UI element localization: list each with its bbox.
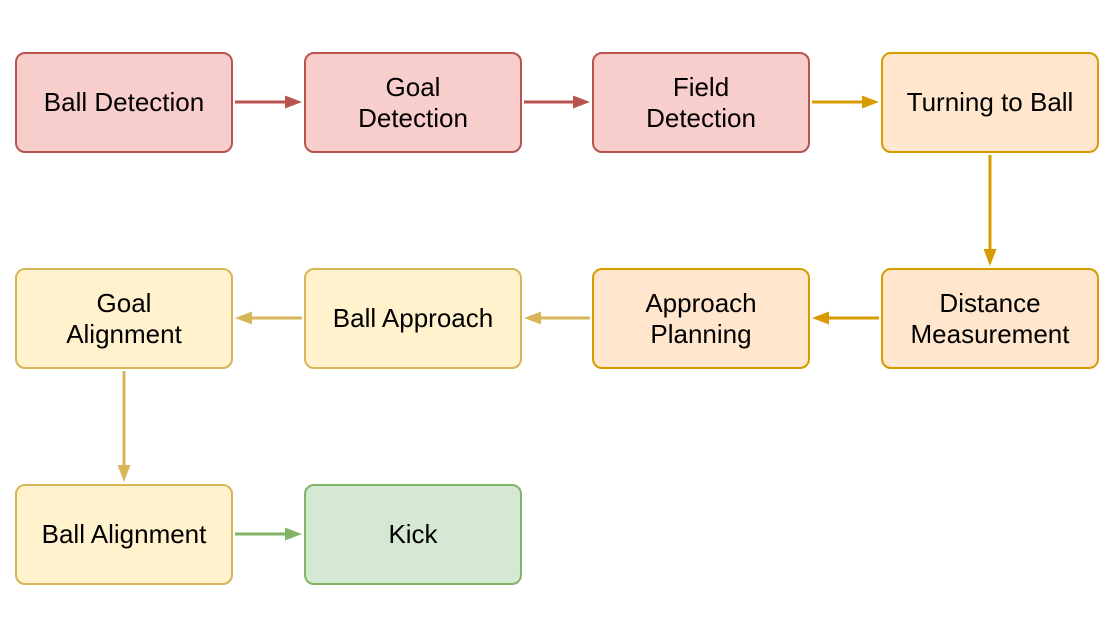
node-ball-approach: Ball Approach	[304, 268, 522, 369]
node-field-detection: Field Detection	[592, 52, 810, 153]
node-distance-measurement: Distance Measurement	[881, 268, 1099, 369]
arrowhead-goal-alignment-to-ball-alignment	[117, 465, 131, 482]
node-approach-planning: Approach Planning	[592, 268, 810, 369]
arrowhead-approach-planning-to-ball-approach	[524, 311, 541, 325]
node-label-turning-to-ball: Turning to Ball	[906, 87, 1074, 118]
node-label-goal-alignment: Goal Alignment	[66, 287, 182, 349]
node-label-ball-approach: Ball Approach	[332, 303, 494, 334]
edge-goal-detection-to-field-detection	[524, 95, 590, 109]
node-label-distance-measurement: Distance Measurement	[910, 287, 1070, 349]
node-turning-to-ball: Turning to Ball	[881, 52, 1099, 153]
edge-ball-approach-to-goal-alignment	[235, 311, 302, 325]
edge-distance-measurement-to-approach-planning	[812, 311, 879, 325]
node-label-goal-detection: Goal Detection	[358, 71, 468, 133]
arrowhead-field-detection-to-turning-to-ball	[862, 95, 879, 109]
arrowhead-distance-measurement-to-approach-planning	[812, 311, 829, 325]
edge-turning-to-ball-to-distance-measurement	[983, 155, 997, 266]
arrowhead-turning-to-ball-to-distance-measurement	[983, 249, 997, 266]
node-label-ball-alignment: Ball Alignment	[41, 519, 207, 550]
arrowhead-goal-detection-to-field-detection	[573, 95, 590, 109]
node-label-kick: Kick	[388, 519, 438, 550]
edge-ball-detection-to-goal-detection	[235, 95, 302, 109]
node-ball-detection: Ball Detection	[15, 52, 233, 153]
node-goal-alignment: Goal Alignment	[15, 268, 233, 369]
node-kick: Kick	[304, 484, 522, 585]
node-label-ball-detection: Ball Detection	[43, 87, 205, 118]
edge-goal-alignment-to-ball-alignment	[117, 371, 131, 482]
arrowhead-ball-approach-to-goal-alignment	[235, 311, 252, 325]
arrowhead-ball-alignment-to-kick	[285, 527, 302, 541]
node-label-approach-planning: Approach Planning	[645, 287, 757, 349]
node-ball-alignment: Ball Alignment	[15, 484, 233, 585]
node-goal-detection: Goal Detection	[304, 52, 522, 153]
edge-ball-alignment-to-kick	[235, 527, 302, 541]
node-label-field-detection: Field Detection	[646, 71, 756, 133]
edge-approach-planning-to-ball-approach	[524, 311, 590, 325]
edge-field-detection-to-turning-to-ball	[812, 95, 879, 109]
arrowhead-ball-detection-to-goal-detection	[285, 95, 302, 109]
